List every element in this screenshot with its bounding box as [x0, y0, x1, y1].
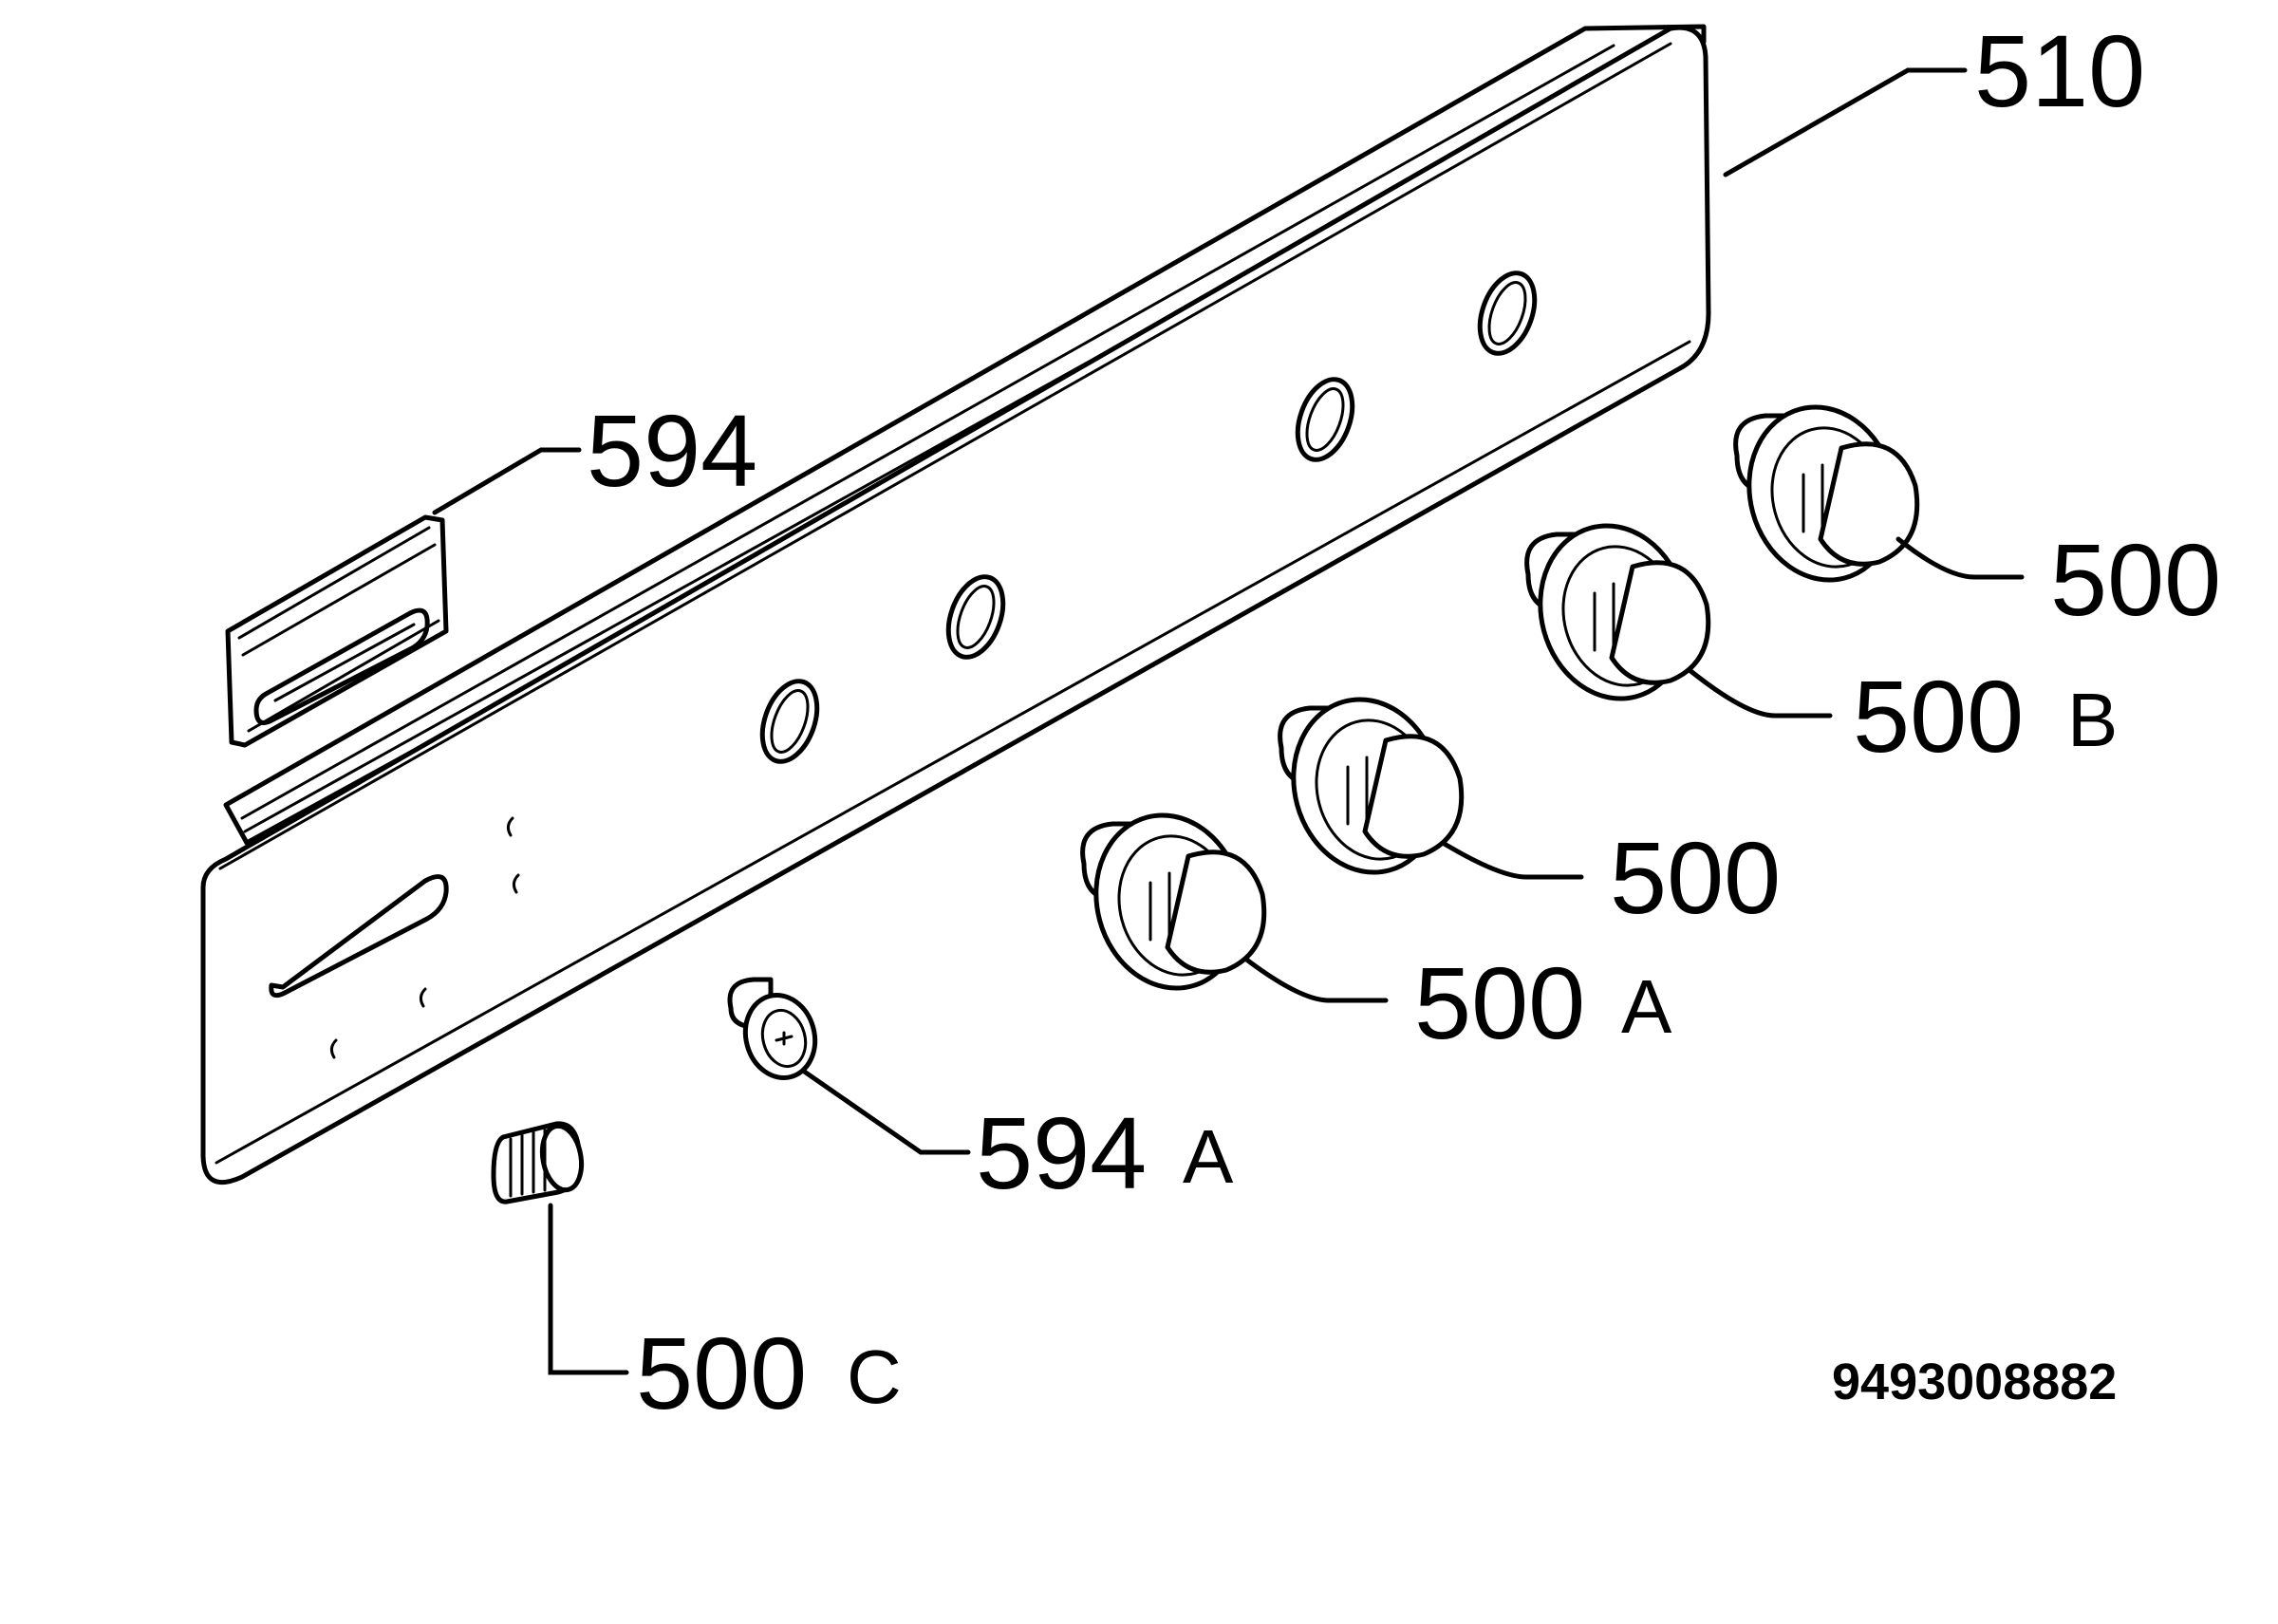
label-500-right: 500	[2050, 522, 2221, 637]
small-knob	[491, 1121, 585, 1204]
control-knob	[1733, 404, 1920, 583]
document-number: 9493008882	[1832, 1353, 2117, 1410]
panel-hole	[759, 679, 820, 764]
label-500a: 500	[1414, 945, 1585, 1060]
panel-hole	[1487, 281, 1527, 345]
control-knob	[1524, 523, 1711, 701]
leader-594	[432, 447, 582, 515]
label-594: 594	[587, 393, 757, 508]
leader-500-right	[1895, 536, 2025, 580]
display-slot	[269, 874, 449, 999]
leader-500c	[548, 1203, 629, 1375]
control-knob	[1080, 812, 1267, 991]
panel-hole	[1477, 271, 1538, 356]
label-500b-suffix: B	[2067, 678, 2118, 762]
panel-hole	[770, 689, 810, 754]
leader-510	[1723, 67, 1968, 177]
leader-594a	[800, 1068, 971, 1155]
panel-hole	[1305, 387, 1345, 452]
label-500c: 500	[636, 1316, 807, 1430]
label-500a-suffix: A	[1621, 964, 1672, 1049]
panel-hole	[945, 574, 1006, 660]
control-knob	[1278, 697, 1465, 875]
leader-lines	[432, 67, 2025, 1375]
panel-hole	[956, 585, 996, 649]
panel-hole	[1295, 377, 1355, 462]
label-500c-suffix: C	[847, 1335, 902, 1419]
label-594a-suffix: A	[1183, 1114, 1234, 1199]
label-594a: 594	[976, 1095, 1147, 1210]
leader-500-mid	[1440, 840, 1584, 880]
leader-500b	[1687, 667, 1833, 719]
spacer-bushing	[727, 977, 818, 1081]
label-510: 510	[1974, 13, 2145, 128]
leader-500a	[1242, 956, 1389, 1003]
label-500b: 500	[1853, 659, 2024, 774]
control-panel	[200, 24, 1711, 1185]
label-500-mid: 500	[1610, 820, 1781, 935]
clip-bracket	[225, 514, 449, 748]
